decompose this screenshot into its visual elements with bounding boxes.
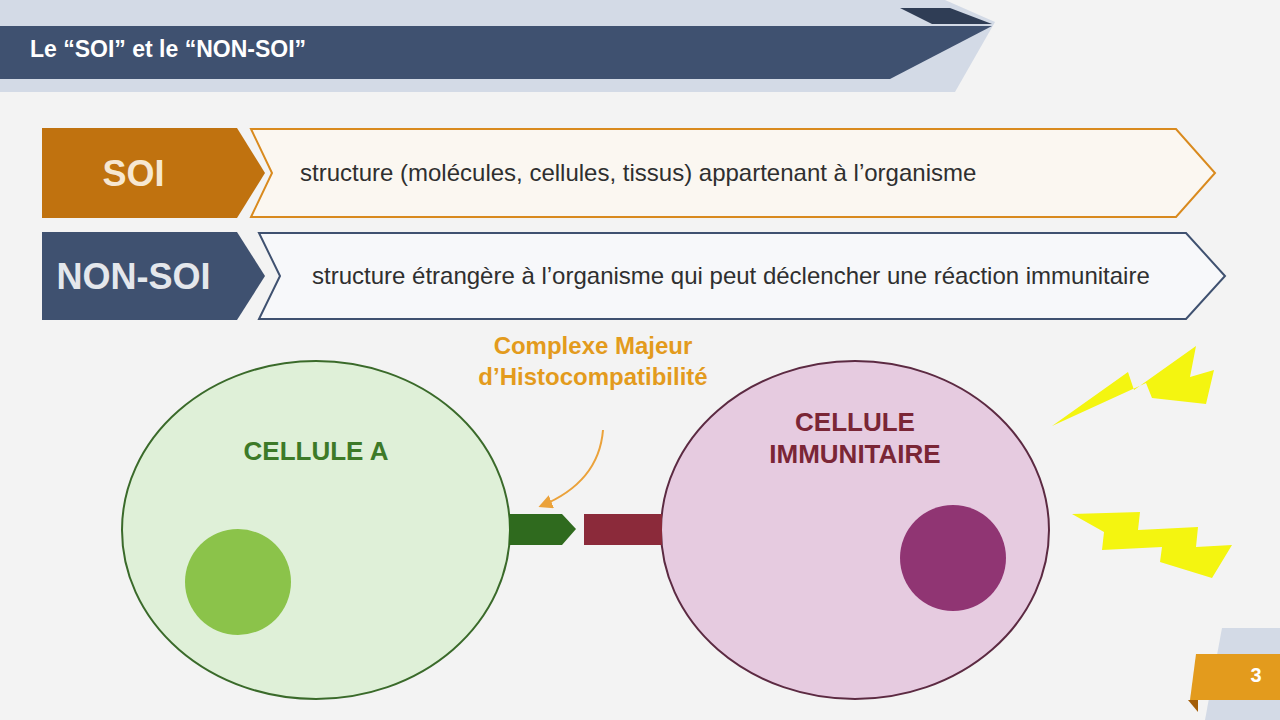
cell: CELLULE A [121,360,511,700]
nucleus [185,529,291,635]
definition-text: structure (molécules, cellules, tissus) … [300,158,976,188]
cell-name: CELLULE IMMUNITAIRE [735,406,975,471]
cell-membrane [661,361,1049,699]
definition-text: structure étrangère à l’organisme qui pe… [312,261,1150,291]
term-label: NON-SOI [42,232,265,320]
immune-cell: CELLULE IMMUNITAIRE [660,360,1050,700]
text-area: CELLULE A [161,422,471,480]
definition-box: structure (molécules, cellules, tissus) … [250,128,1216,218]
text-area: NON-SOI [42,232,225,320]
immune-receptor [584,514,662,545]
page-number: 3 [1238,662,1274,688]
slide-title: Le “SOI” et le “NON-SOI” [30,36,306,63]
cell-name: CELLULE A [244,435,389,468]
text-area: SOI [42,128,225,218]
callout-label: Complexe Majeur d’Histocompatibilité [443,330,743,392]
lightning-bolt [1052,346,1214,426]
term-text: SOI [102,151,164,196]
header-band [0,26,992,79]
cell-membrane [122,361,510,699]
chevron-shape [251,129,1215,217]
page-tab-fold [1188,700,1198,712]
mhc-molecule [509,514,576,545]
cell-outline [121,360,511,700]
pentagon-shape [42,128,265,218]
page-tab [1190,654,1280,700]
chevron-shape [259,233,1225,319]
lightning-bolt [1072,512,1232,578]
leader-arrow [541,430,603,506]
text-area: structure étrangère à l’organisme qui pe… [312,238,1166,314]
nucleus [900,505,1006,611]
term-label: SOI [42,128,265,218]
text-area: CELLULE IMMUNITAIRE [730,396,980,480]
pentagon-shape [42,232,265,320]
text-area: structure (molécules, cellules, tissus) … [300,134,1156,212]
term-text: NON-SOI [56,254,210,299]
header-fold [900,8,992,24]
header-band-light [0,0,995,92]
definition-box: structure étrangère à l’organisme qui pe… [258,232,1226,320]
